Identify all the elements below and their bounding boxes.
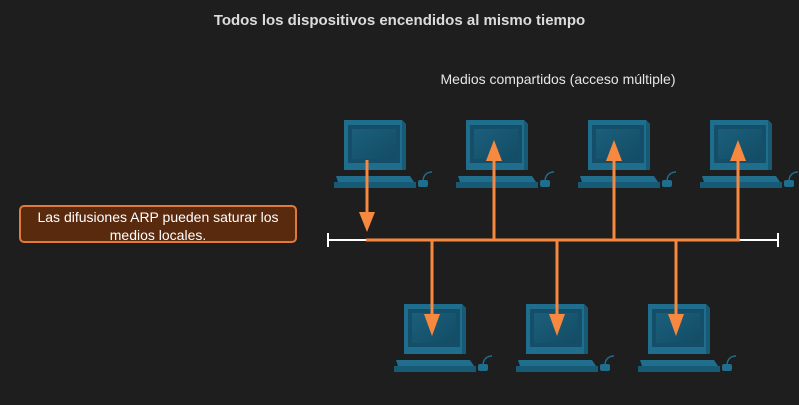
desktop-computer-icon (515, 303, 615, 373)
desktop-computer-icon (333, 119, 433, 189)
desktop-computer-icon (393, 303, 493, 373)
arrow-down-icon (359, 160, 375, 232)
arrow-up-icon (486, 140, 502, 240)
arrow-up-icon (606, 140, 622, 240)
arrow-down-icon (549, 240, 565, 336)
desktop-computer-icon (637, 303, 737, 373)
diagram-title: Todos los dispositivos encendidos al mis… (213, 12, 586, 29)
desktop-computer-icon (455, 119, 555, 189)
arrow-up-icon (730, 140, 746, 240)
desktop-computer-icon (699, 119, 799, 189)
arrow-down-icon (424, 240, 440, 336)
desktop-computer-icon (577, 119, 677, 189)
shared-media-bus (327, 233, 779, 247)
arrow-down-icon (668, 240, 684, 336)
arp-broadcast-note: Las difusiones ARP pueden saturar los me… (19, 205, 297, 243)
shared-media-label: Medios compartidos (acceso múltiple) (440, 71, 676, 87)
